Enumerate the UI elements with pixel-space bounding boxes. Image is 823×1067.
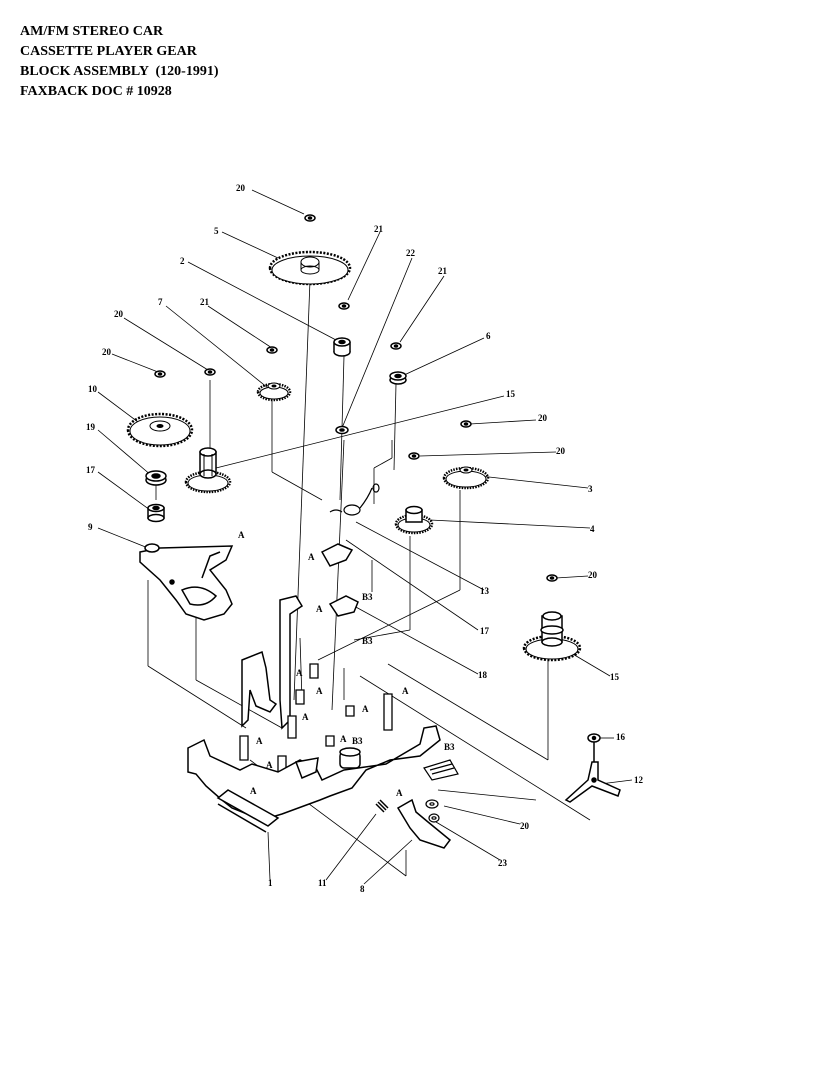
ref-b3: B3: [444, 742, 455, 752]
ref-a: A: [250, 786, 257, 796]
callout-12: 12: [634, 775, 644, 785]
springs: [329, 483, 389, 813]
ref-a: A: [316, 604, 323, 614]
callout-10: 10: [88, 384, 98, 394]
callout-18: 18: [478, 670, 488, 680]
callout-20: 20: [236, 183, 246, 193]
part-4-gear: [394, 505, 434, 535]
washers: [154, 214, 558, 582]
callout-20: 20: [520, 821, 530, 831]
callout-11: 11: [318, 878, 327, 888]
callout-23: 23: [498, 858, 508, 868]
callout-9: 9: [88, 522, 93, 532]
callout-16: 16: [616, 732, 626, 742]
callout-20: 20: [102, 347, 112, 357]
ref-a: A: [340, 734, 347, 744]
callout-1: 1: [268, 878, 273, 888]
callout-3: 3: [588, 484, 593, 494]
arm-pieces: [241, 595, 304, 730]
callout-13: 13: [480, 586, 490, 596]
ref-a: A: [266, 760, 273, 770]
part-hex-gear: [184, 447, 232, 494]
title-line-2: CASSETTE PLAYER GEAR: [20, 44, 197, 59]
ref-a: A: [396, 788, 403, 798]
part-19-spacer: [145, 470, 167, 486]
callout-15: 15: [610, 672, 620, 682]
callout-17: 17: [480, 626, 490, 636]
callout-labels: 20 5 2 21 22 21 6 7 21 20 20 10 19 17 9 …: [86, 183, 644, 894]
ref-a: A: [402, 686, 409, 696]
part-1-chassis: [187, 725, 441, 833]
reference-letters: A A A A A A A A A A A A A B3 B3 B3 B3: [238, 530, 455, 798]
part-2-hub: [333, 337, 351, 357]
part-7-gear: [256, 382, 292, 402]
title-block: AM/FM STEREO CAR CASSETTE PLAYER GEAR BL…: [20, 22, 219, 102]
callout-21: 21: [200, 297, 210, 307]
callout-7: 7: [158, 297, 163, 307]
ref-a: A: [308, 552, 315, 562]
ref-a: A: [296, 668, 303, 678]
part-17-collar: [147, 503, 165, 523]
part-17-18-levers: [320, 543, 359, 617]
callout-22: 22: [406, 248, 416, 258]
b3-module: [423, 759, 459, 781]
ref-a: A: [362, 704, 369, 714]
ref-b3: B3: [352, 736, 363, 746]
part-3-gear: [442, 466, 490, 490]
part-6-hub: [389, 371, 407, 385]
part-9-lever: [139, 543, 234, 621]
part-5-large-gear: [268, 250, 352, 286]
callout-20: 20: [538, 413, 548, 423]
ref-b3: B3: [362, 592, 373, 602]
title-line-4: FAXBACK DOC # 10928: [20, 84, 172, 99]
ref-b3: B3: [362, 636, 373, 646]
callout-19: 19: [86, 422, 96, 432]
part-16-12-tripod: [564, 733, 621, 803]
ref-a: A: [238, 530, 245, 540]
part-20-23-washers: [425, 799, 440, 823]
callout-15: 15: [506, 389, 516, 399]
part-10-gear: [126, 412, 194, 448]
callout-20: 20: [556, 446, 566, 456]
ref-a: A: [316, 686, 323, 696]
callout-2: 2: [180, 256, 185, 266]
title-line-1: AM/FM STEREO CAR: [20, 24, 164, 39]
leader-lines: [97, 189, 633, 885]
part-8-lever: [396, 798, 452, 849]
callout-8: 8: [360, 884, 365, 894]
callout-4: 4: [590, 524, 595, 534]
part-15-gear: [522, 611, 582, 662]
callout-5: 5: [214, 226, 219, 236]
title-line-3: BLOCK ASSEMBLY (120-1991): [20, 64, 219, 79]
callout-21: 21: [374, 224, 384, 234]
callout-21: 21: [438, 266, 448, 276]
ref-a: A: [302, 712, 309, 722]
callout-20: 20: [588, 570, 598, 580]
ref-a: A: [256, 736, 263, 746]
callout-17: 17: [86, 465, 96, 475]
callout-20: 20: [114, 309, 124, 319]
callout-6: 6: [486, 331, 491, 341]
